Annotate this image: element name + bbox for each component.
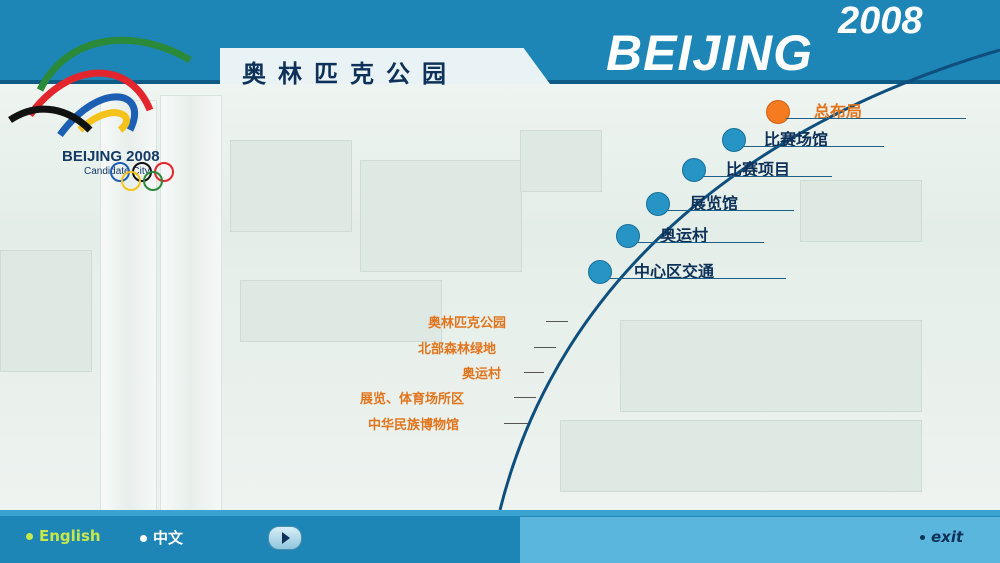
nav-label: 比赛场馆 (764, 130, 829, 149)
blue-dot-icon (588, 260, 612, 284)
building-block (240, 280, 442, 342)
nav-underline (668, 210, 794, 211)
building-block (560, 420, 922, 492)
blue-dot-icon (646, 192, 670, 216)
nav-label: 奥运村 (660, 226, 709, 245)
sub-item-olympic-park[interactable]: 奥林匹克公园 (428, 316, 507, 331)
language-chinese-button[interactable]: 中文 (140, 527, 183, 548)
page-title: 奥林匹克公园 (242, 59, 458, 88)
sub-tick (524, 372, 544, 373)
nav-underline (704, 176, 832, 177)
nav-label: 比赛项目 (726, 160, 791, 179)
building-block (360, 160, 522, 272)
sub-tick (504, 423, 528, 424)
bullet-icon (26, 533, 33, 540)
beijing-wordmark: BEIJING (606, 25, 814, 81)
year-wordmark: 2008 (838, 0, 923, 42)
nav-item-events[interactable]: 比赛项目 (682, 156, 832, 182)
sub-tick (514, 397, 536, 398)
building-block (620, 320, 922, 412)
sub-tick (546, 321, 568, 322)
nav-underline (610, 278, 786, 279)
exit-label: exit (931, 528, 964, 546)
sub-tick (534, 347, 556, 348)
nav-underline (744, 146, 884, 147)
exit-button[interactable]: exit (920, 528, 963, 546)
nav-label: 中心区交通 (634, 262, 715, 281)
nav-item-overall-layout[interactable]: 总布局 (766, 98, 966, 124)
nav-label: 总布局 (814, 102, 863, 121)
bullet-icon (920, 535, 925, 540)
bullet-icon (140, 535, 147, 542)
play-button[interactable] (268, 526, 302, 550)
play-icon (282, 532, 290, 544)
nav-underline (786, 118, 966, 119)
building-block (230, 140, 352, 232)
language-label: 中文 (153, 529, 184, 547)
bid-logo: BEIJING 2008 Candidate City (0, 20, 220, 200)
title-tab (220, 48, 550, 84)
building-block (520, 130, 602, 192)
nav-item-olympic-village[interactable]: 奥运村 (616, 222, 766, 248)
nav-underline (638, 242, 764, 243)
sub-item-ethnic-museum[interactable]: 中华民族博物馆 (368, 418, 460, 433)
language-label: English (39, 527, 101, 545)
logo-title: BEIJING 2008 (62, 148, 160, 165)
blue-dot-icon (616, 224, 640, 248)
nav-item-venues[interactable]: 比赛场馆 (722, 126, 884, 152)
olympic-rings-icon (110, 162, 174, 191)
nav-label: 展览馆 (690, 194, 739, 213)
building-block (0, 250, 92, 372)
blue-dot-icon (682, 158, 706, 182)
nav-item-central-transport[interactable]: 中心区交通 (588, 258, 788, 284)
language-english-button[interactable]: English (26, 527, 101, 545)
blue-dot-icon (722, 128, 746, 152)
tai-chi-emblem-icon (8, 36, 192, 138)
sub-item-north-forest[interactable]: 北部森林绿地 (418, 342, 497, 357)
building-block (800, 180, 922, 242)
logo-subtitle: Candidate City (84, 166, 150, 177)
footer-panel (520, 517, 1000, 563)
nav-item-exhibition-hall[interactable]: 展览馆 (646, 190, 796, 216)
sub-item-exhibition-sports-zone[interactable]: 展览、体育场所区 (360, 392, 465, 407)
orange-dot-icon (766, 100, 790, 124)
footer-highlight (0, 510, 1000, 516)
sub-item-olympic-village[interactable]: 奥运村 (462, 367, 502, 382)
